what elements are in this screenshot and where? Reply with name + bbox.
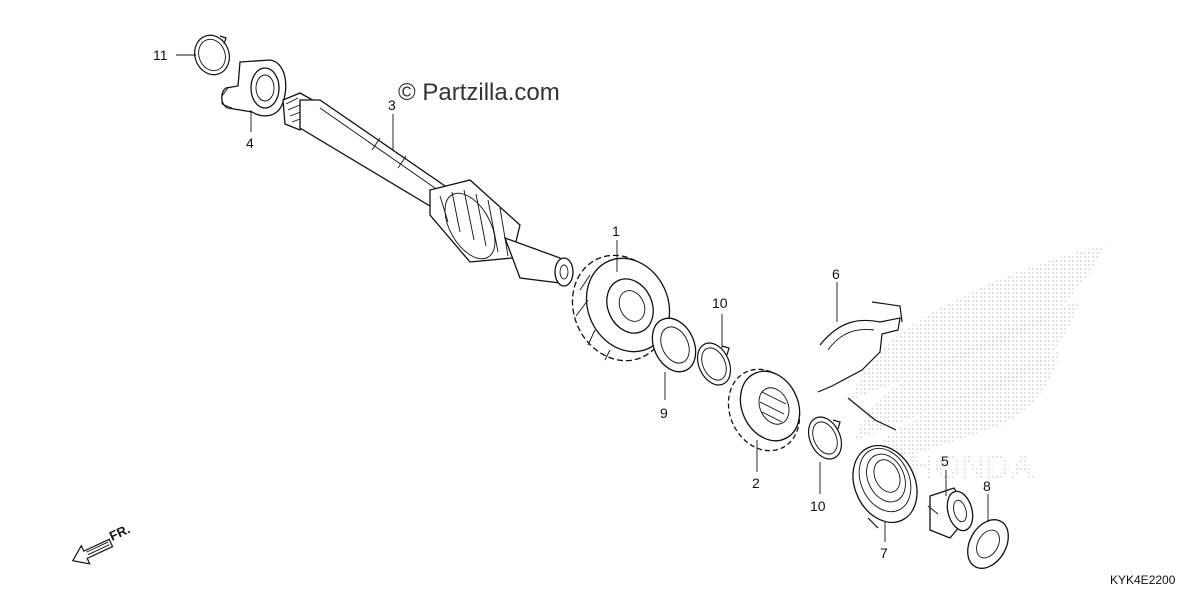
leader-lines [176, 54, 989, 542]
callout-11: 11 [153, 47, 168, 63]
part-11-circlip [194, 34, 230, 76]
callout-7: 7 [880, 545, 888, 561]
part-10-circlip-lower [807, 416, 843, 460]
part-6-guide [817, 301, 903, 393]
part-5-collar [927, 487, 974, 539]
callout-9: 9 [660, 405, 668, 421]
callout-3: 3 [388, 97, 396, 113]
callout-8: 8 [983, 478, 991, 494]
diagram-code: KYK4E2200 [1110, 573, 1176, 587]
part-9-washer [651, 317, 697, 373]
callout-6: 6 [832, 266, 840, 282]
callout-10-upper: 10 [712, 295, 728, 311]
front-direction-label: FR. [107, 521, 132, 543]
part-4-stopper [221, 59, 287, 117]
part-1-gear [571, 254, 671, 362]
part-8-washer [967, 519, 1009, 569]
part-2-ratchet [727, 368, 801, 452]
honda-wing-watermark: HONDA [850, 245, 1105, 486]
honda-wordmark: HONDA [910, 448, 1035, 486]
front-direction-arrow-icon [71, 538, 114, 565]
callout-1: 1 [612, 223, 620, 239]
callout-5: 5 [941, 453, 949, 469]
part-3-spindle [282, 92, 574, 287]
part-7-spring [847, 397, 918, 529]
callout-2: 2 [752, 475, 760, 491]
callout-4: 4 [246, 135, 254, 151]
part-10-circlip-upper [696, 342, 732, 386]
copyright-text: © Partzilla.com [398, 79, 560, 106]
callout-10-lower: 10 [810, 498, 826, 514]
